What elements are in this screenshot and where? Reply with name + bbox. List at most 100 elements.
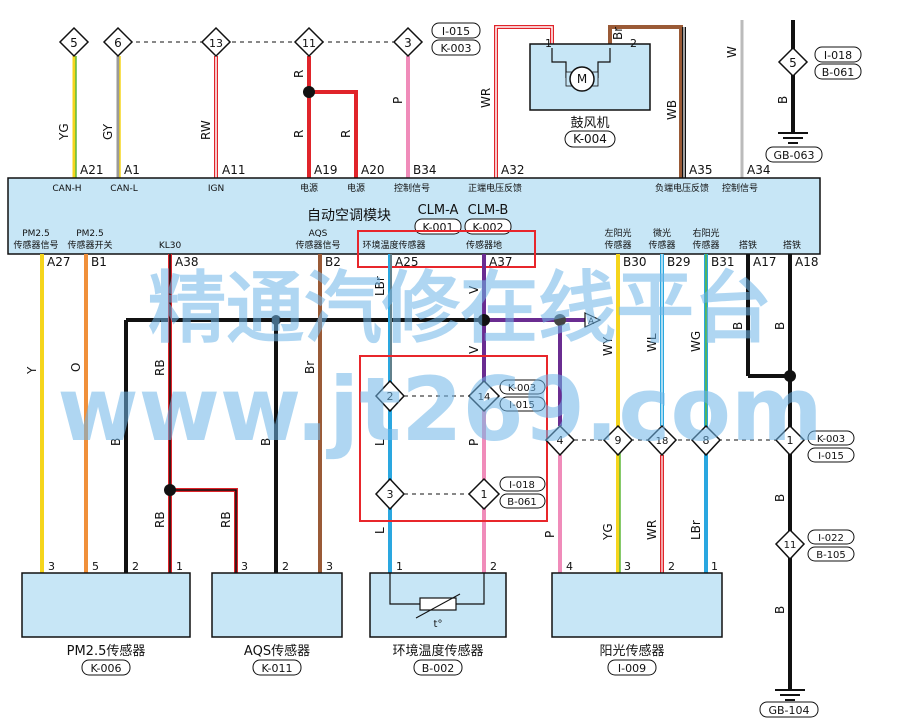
svg-text:A19: A19 — [314, 163, 337, 177]
svg-text:RW: RW — [199, 120, 213, 140]
svg-text:B-061: B-061 — [507, 497, 537, 508]
svg-text:GB-063: GB-063 — [773, 149, 814, 162]
svg-text:A18: A18 — [795, 255, 818, 269]
svg-text:右阳光: 右阳光 — [692, 227, 719, 239]
aqs-sensor: 3 2 3 AQS传感器 K-011 — [211, 560, 343, 676]
splice-dot — [303, 86, 315, 98]
svg-text:K-001: K-001 — [422, 221, 453, 234]
connector-5-top: 5 — [58, 26, 90, 58]
svg-text:电源: 电源 — [300, 182, 318, 194]
svg-text:Y: Y — [25, 366, 39, 375]
svg-text:1: 1 — [545, 37, 552, 50]
svg-text:AQS: AQS — [309, 229, 328, 239]
svg-text:11: 11 — [784, 540, 797, 551]
svg-text:B-002: B-002 — [422, 662, 455, 675]
watermark: 精通汽修在线平台 www.jt269.com — [57, 264, 822, 461]
svg-text:K-002: K-002 — [472, 221, 503, 234]
ground-connector-top: 5 I-018 B-061 GB-063 — [765, 46, 862, 163]
svg-text:IGN: IGN — [208, 184, 224, 194]
svg-text:WB: WB — [665, 100, 679, 120]
svg-text:B31: B31 — [711, 255, 735, 269]
svg-text:LBr: LBr — [689, 520, 703, 540]
svg-text:搭铁: 搭铁 — [739, 239, 757, 251]
top-wire-labels: YG GY RW R R R P WR Br WB W B — [57, 27, 790, 141]
connector-18-mid: 18 — [646, 424, 678, 457]
connector-14-mid: 14 K-003 I-015 — [467, 379, 546, 413]
svg-text:Br: Br — [303, 361, 317, 374]
connector-3-mid: 3 — [374, 477, 406, 511]
svg-text:A38: A38 — [175, 255, 198, 269]
svg-text:KL30: KL30 — [159, 241, 182, 251]
svg-text:W: W — [725, 46, 739, 58]
connector-2-mid: 2 — [374, 379, 406, 413]
svg-text:www.jt269.com: www.jt269.com — [57, 358, 822, 461]
svg-text:K-003: K-003 — [508, 383, 536, 394]
svg-text:B: B — [109, 438, 123, 446]
connector-4-mid: 4 — [544, 424, 576, 457]
svg-text:A25: A25 — [395, 255, 418, 269]
connector-1-ground: 1 K-003 I-015 — [774, 424, 855, 463]
svg-text:8: 8 — [703, 434, 710, 447]
svg-text:精通汽修在线平台: 精通汽修在线平台 — [148, 264, 772, 354]
svg-text:A11: A11 — [222, 163, 245, 177]
svg-text:CAN-H: CAN-H — [52, 184, 81, 194]
motor-icon — [569, 66, 595, 92]
connector-13-top: 13 — [200, 26, 232, 58]
svg-text:B2: B2 — [325, 255, 341, 269]
svg-text:CAN-L: CAN-L — [110, 184, 137, 194]
svg-text:3: 3 — [48, 560, 55, 573]
svg-text:P: P — [543, 531, 557, 538]
blower-component: 1 2 M 鼓风机 K-004 — [529, 37, 651, 148]
svg-text:传感器地: 传感器地 — [466, 239, 502, 251]
svg-text:控制信号: 控制信号 — [722, 182, 758, 194]
svg-text:1: 1 — [787, 434, 794, 447]
svg-text:B: B — [731, 322, 745, 330]
svg-text:PM2.5: PM2.5 — [22, 229, 50, 239]
bottom-wire-labels: Y O RB B RB RB B Br LBr V V L P L P WY W… — [25, 276, 787, 614]
svg-text:A35: A35 — [689, 163, 712, 177]
ground-bottom-label: GB-104 — [759, 701, 819, 718]
svg-text:I-015: I-015 — [509, 400, 535, 411]
svg-text:WY: WY — [601, 336, 615, 356]
svg-text:A20: A20 — [361, 163, 384, 177]
svg-text:3: 3 — [241, 560, 248, 573]
svg-text:RB: RB — [153, 511, 167, 528]
svg-text:B: B — [773, 494, 787, 502]
svg-text:K-004: K-004 — [573, 132, 607, 146]
svg-text:B: B — [259, 438, 273, 446]
svg-text:O: O — [69, 363, 83, 372]
svg-text:正端电压反馈: 正端电压反馈 — [468, 182, 522, 194]
svg-text:电源: 电源 — [347, 182, 365, 194]
svg-text:3: 3 — [326, 560, 333, 573]
svg-text:传感器: 传感器 — [604, 239, 631, 251]
svg-text:R: R — [292, 130, 306, 138]
svg-text:A27: A27 — [47, 255, 70, 269]
top-pins: A21 CAN-H A1 CAN-L A11 IGN A19 电源 A20 电源… — [52, 163, 770, 194]
svg-text:B30: B30 — [623, 255, 647, 269]
svg-text:5: 5 — [789, 56, 797, 70]
svg-text:RB: RB — [219, 511, 233, 528]
svg-text:自动空调模块: 自动空调模块 — [307, 208, 391, 224]
svg-text:2: 2 — [490, 560, 497, 573]
connector-8-mid: 8 — [690, 424, 722, 457]
svg-text:6: 6 — [114, 36, 122, 50]
svg-text:K-003: K-003 — [817, 434, 845, 445]
svg-text:5: 5 — [70, 36, 78, 50]
svg-text:CLM-B: CLM-B — [468, 203, 509, 218]
svg-text:A32: A32 — [501, 163, 524, 177]
svg-text:5: 5 — [92, 560, 99, 573]
svg-text:Br: Br — [611, 27, 625, 40]
svg-text:阳光传感器: 阳光传感器 — [599, 643, 664, 659]
svg-text:1: 1 — [176, 560, 183, 573]
svg-text:传感器信号: 传感器信号 — [295, 239, 340, 251]
svg-text:3: 3 — [387, 488, 394, 501]
svg-text:GB-104: GB-104 — [768, 704, 809, 717]
connector-11-top: 11 — [293, 26, 325, 58]
svg-text:3: 3 — [404, 36, 412, 50]
svg-text:2: 2 — [132, 560, 139, 573]
svg-text:A21: A21 — [80, 163, 103, 177]
svg-text:鼓风机: 鼓风机 — [570, 116, 609, 131]
svg-text:B1: B1 — [91, 255, 107, 269]
svg-text:I-018: I-018 — [824, 49, 852, 62]
